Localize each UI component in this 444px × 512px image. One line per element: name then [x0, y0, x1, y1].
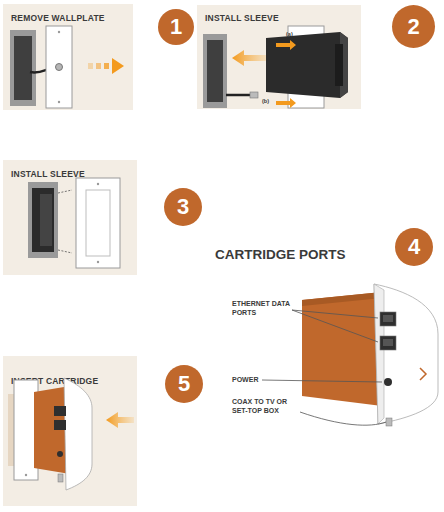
section-heading: CARTRIDGE PORTS — [215, 247, 375, 264]
step-number: 2 — [392, 5, 435, 48]
part-marker: (b) — [262, 98, 282, 105]
step-heading: INSTALL SLEEVE — [11, 169, 137, 179]
step-number: 1 — [158, 9, 194, 45]
step-heading: INSERT CARTRIDGE — [11, 376, 137, 386]
leader-line — [262, 380, 382, 382]
port-label: ETHERNET DATA PORTS — [232, 300, 294, 318]
step-panel: INSERT CARTRIDGE — [3, 356, 137, 506]
step-heading: REMOVE WALLPLATE — [11, 13, 133, 23]
cartridge — [380, 312, 396, 326]
leader-line — [262, 310, 386, 425]
step-number-text: 2 — [407, 16, 419, 38]
cartridge — [380, 336, 396, 350]
cartridge — [383, 339, 393, 346]
step-panel: REMOVE WALLPLATE — [3, 4, 133, 110]
cartridge — [374, 284, 438, 424]
cartridge — [374, 284, 384, 424]
step-number: 5 — [165, 365, 203, 403]
cartridge — [302, 292, 382, 406]
port-label: COAX TO TV OR SET-TOP BOX — [232, 398, 304, 416]
step-number: 3 — [164, 188, 202, 226]
step-number: 4 — [395, 228, 433, 266]
step-heading: INSTALL SLEEVE — [205, 13, 361, 23]
leader-line — [292, 310, 378, 318]
cartridge — [384, 378, 392, 386]
leader-line — [292, 310, 378, 342]
step-panel: INSTALL SLEEVE — [197, 5, 361, 109]
step-panel: INSTALL SLEEVE — [3, 160, 137, 275]
cartridge — [302, 284, 438, 426]
port-label: POWER — [232, 376, 272, 385]
part-marker: (a) — [286, 31, 306, 38]
cartridge — [302, 292, 382, 306]
step-number-text: 5 — [178, 373, 190, 395]
cartridge — [383, 315, 393, 322]
leader-line — [300, 412, 386, 425]
step-number-text: 4 — [408, 236, 420, 258]
step-number-text: 1 — [170, 16, 182, 38]
step-number-text: 3 — [177, 196, 189, 218]
cartridge — [386, 418, 392, 426]
cartridge — [420, 368, 426, 380]
